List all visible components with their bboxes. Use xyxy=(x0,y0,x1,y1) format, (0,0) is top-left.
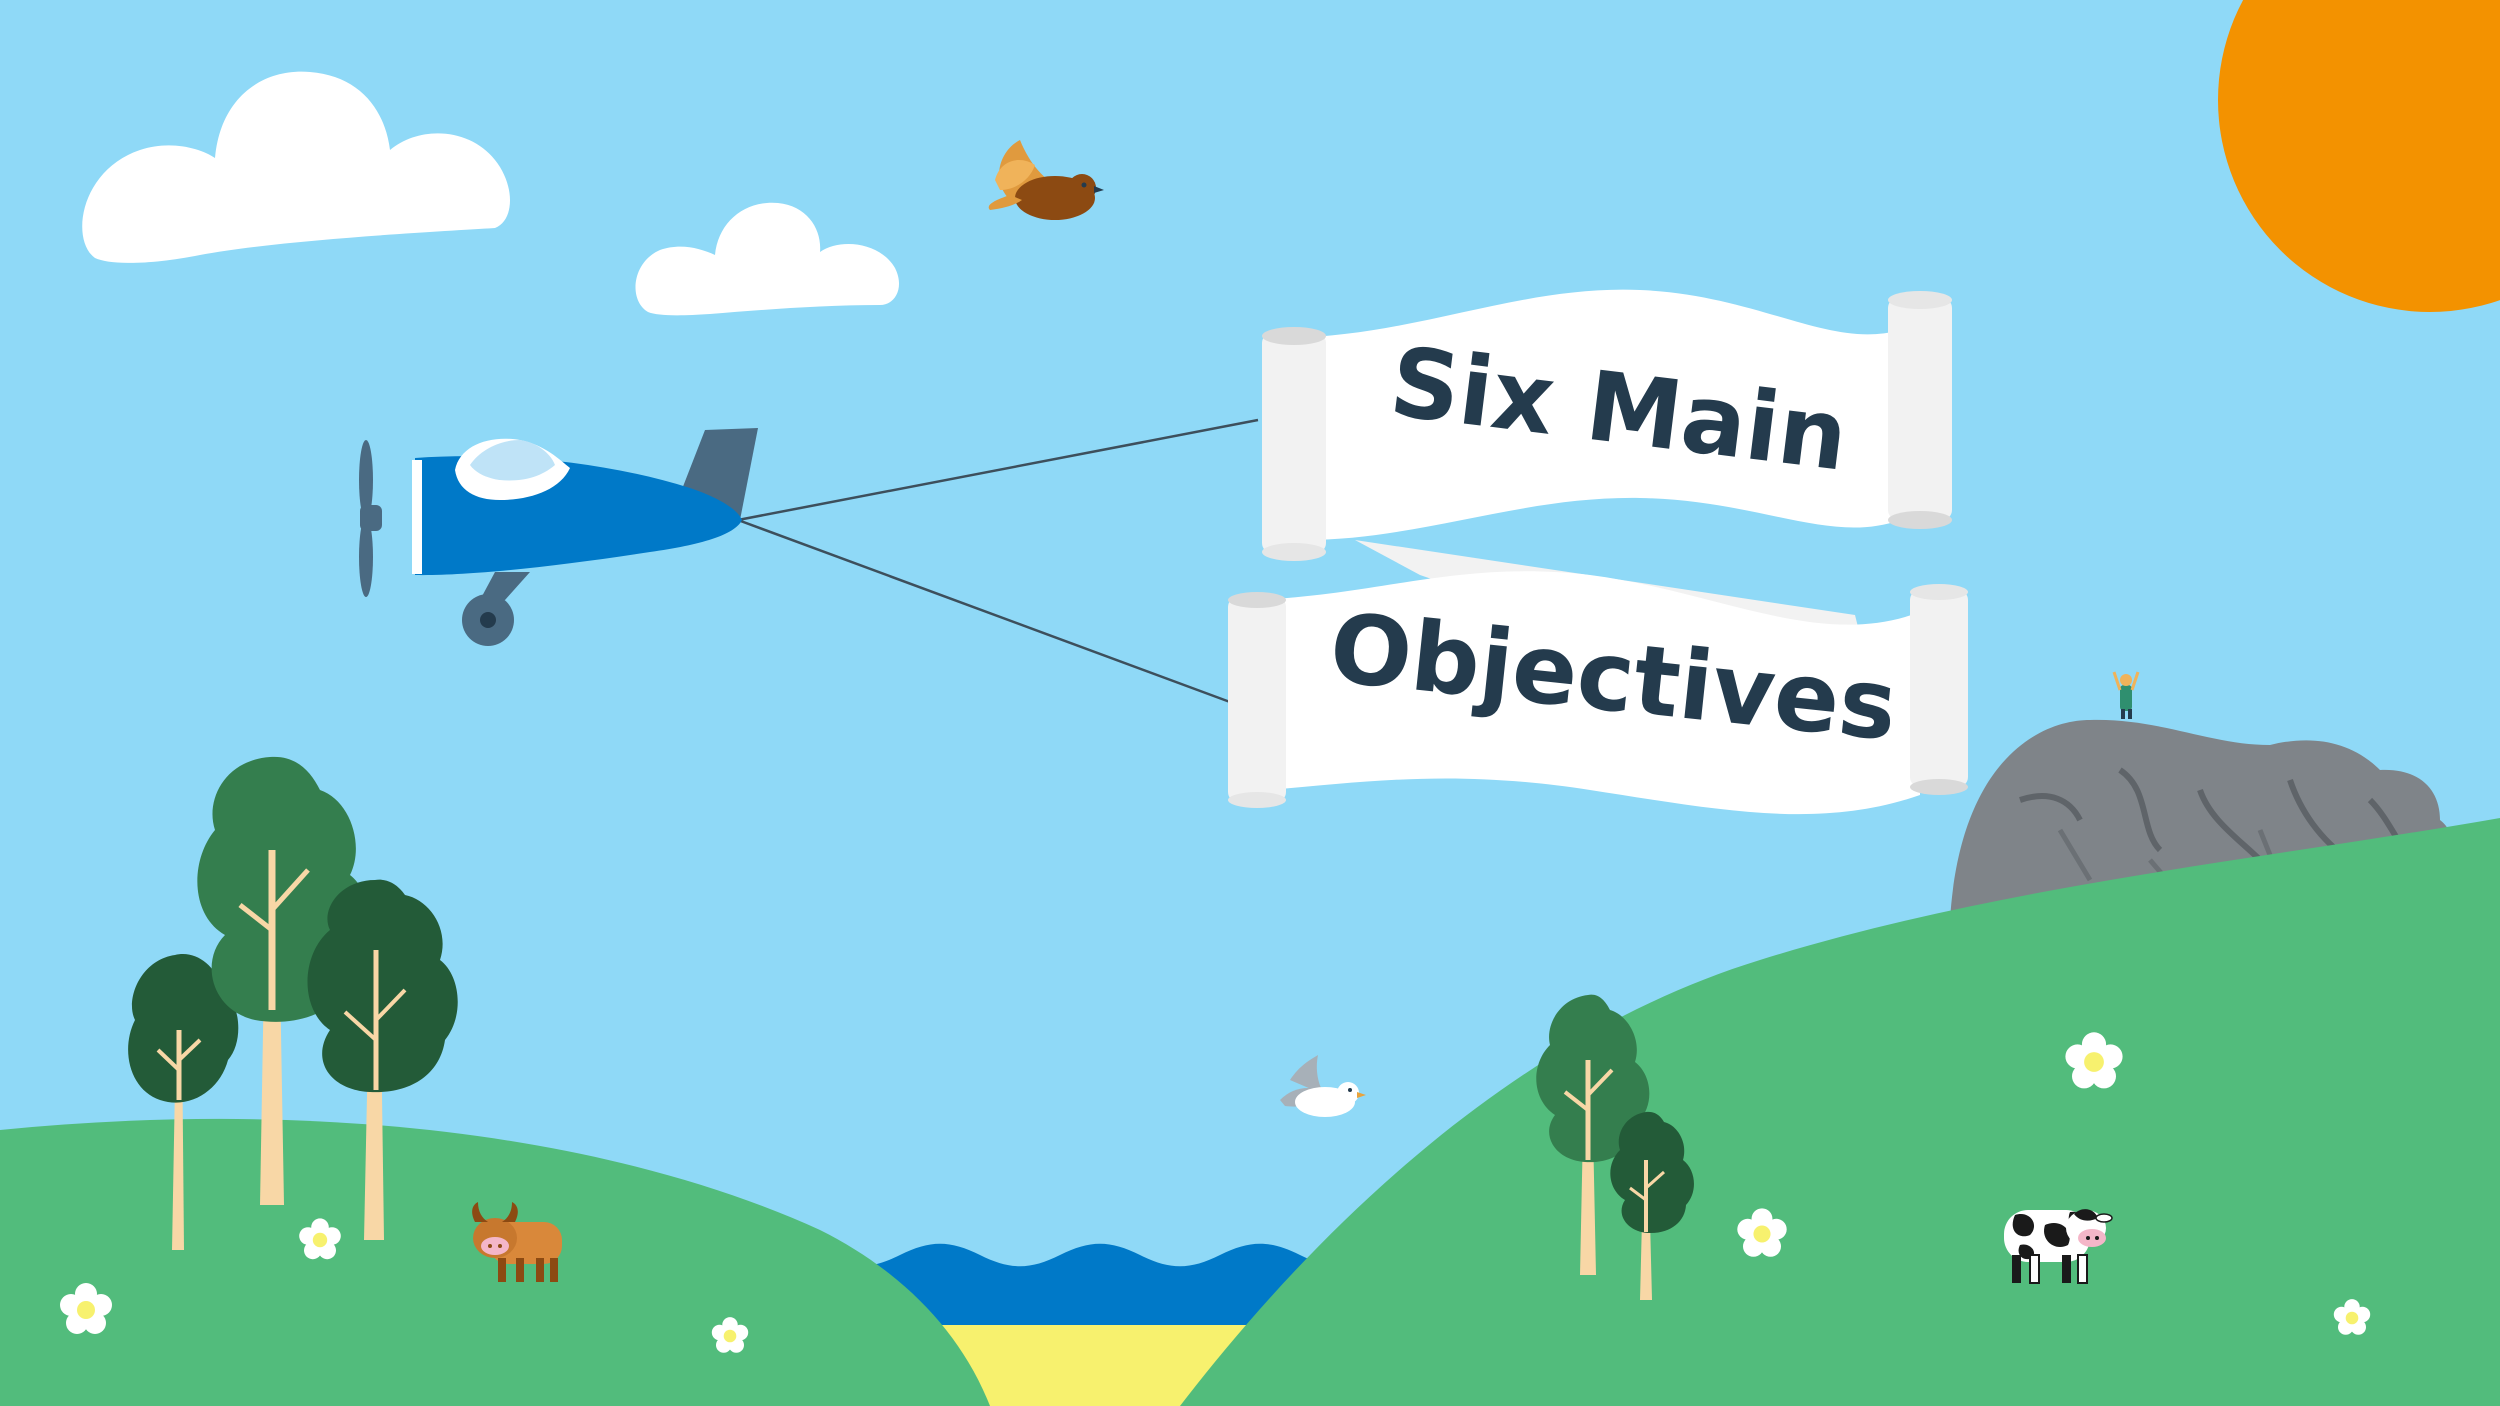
daisy-icon xyxy=(2333,1299,2371,1335)
daisy-icon xyxy=(2065,1032,2123,1089)
sun-icon xyxy=(2218,0,2500,312)
banner-icon: Six Main Objectives xyxy=(1228,289,1968,815)
daisy-icon xyxy=(60,1283,112,1334)
tree-icon xyxy=(307,879,458,1240)
daisy-icon xyxy=(299,1218,341,1260)
daisy-icon xyxy=(1737,1208,1787,1257)
highland-cow-icon xyxy=(472,1202,562,1282)
airplane-icon xyxy=(359,428,758,646)
daisy-icon xyxy=(711,1317,749,1353)
right-hill xyxy=(1180,818,2500,1406)
tow-line xyxy=(737,518,1231,704)
tree-icon xyxy=(1536,994,1650,1275)
bird-icon xyxy=(988,140,1104,220)
cloud-icon xyxy=(82,71,510,263)
tree-icon xyxy=(128,954,239,1250)
tree-icon xyxy=(1610,1111,1694,1300)
seagull-icon xyxy=(1280,1055,1366,1117)
person-icon xyxy=(2112,671,2140,719)
tow-line xyxy=(737,418,1259,522)
cow-icon xyxy=(2004,1209,2113,1284)
cloud-icon xyxy=(635,202,900,316)
